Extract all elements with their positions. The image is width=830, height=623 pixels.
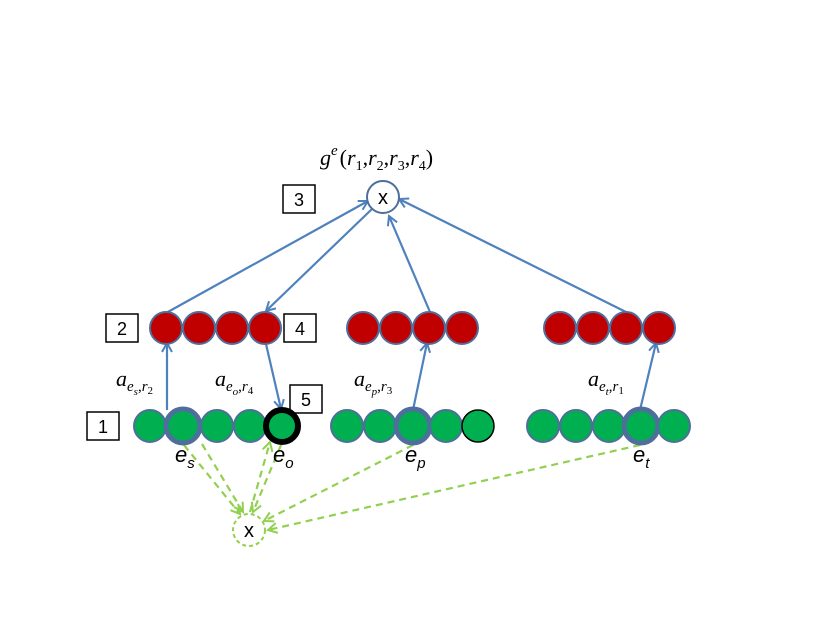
arrow-red-right-to-product [399, 199, 629, 314]
svg-text:5: 5 [301, 390, 311, 410]
green-node [657, 409, 691, 443]
svg-text:4: 4 [295, 319, 305, 339]
svg-text:1: 1 [98, 417, 108, 437]
red-node [642, 311, 676, 345]
red-node [543, 311, 577, 345]
red-node [182, 311, 216, 345]
dashed-ep-to-bottom-product [264, 444, 414, 521]
entity-label-es: es [175, 442, 195, 472]
dashed-et-to-bottom-product [268, 443, 641, 530]
red-node [149, 311, 183, 345]
green-node [559, 409, 593, 443]
red-node [215, 311, 249, 345]
green-node [429, 409, 463, 443]
arrow-red-left-to-product [165, 201, 368, 314]
red-node [609, 311, 643, 345]
green-node-et [621, 406, 661, 446]
product-formula: ge(r1,r2,r3,r4) [320, 143, 433, 174]
green-node-group-left [133, 406, 301, 446]
red-node-group-middle [346, 311, 479, 345]
red-node-group-left [149, 311, 282, 345]
entity-label-ep: ep [405, 442, 426, 472]
green-node [330, 409, 364, 443]
blue-arrows [166, 199, 656, 410]
attention-label-eo-r4: aeo,r4 [215, 366, 254, 398]
red-node [379, 311, 413, 345]
green-node [363, 409, 397, 443]
arrow-red-middle-to-product [389, 216, 432, 313]
step-label-3: 3 [282, 184, 316, 214]
green-node-es [163, 406, 203, 446]
green-node [233, 409, 267, 443]
arrow-et-to-red [638, 343, 656, 411]
green-node-new [461, 409, 495, 443]
red-node [346, 311, 380, 345]
step-label-4: 4 [283, 313, 317, 343]
green-node [592, 409, 626, 443]
dashed-es-to-bottom-product [183, 444, 240, 514]
step-label-1: 1 [86, 411, 120, 441]
svg-text:2: 2 [117, 319, 127, 339]
green-node [200, 409, 234, 443]
product-node-bottom: x [232, 513, 266, 547]
attention-label-ep-r3: aep,r3 [354, 366, 393, 398]
dashed-es-secondary [201, 443, 243, 512]
green-dashed-arrows [183, 442, 641, 530]
green-node-group-middle [330, 406, 495, 446]
step-label-2: 2 [105, 313, 139, 343]
arrow-product-to-red-left [266, 208, 373, 311]
red-node-group-right [543, 311, 676, 345]
entity-label-eo: eo [273, 442, 294, 472]
svg-text:x: x [244, 520, 254, 542]
svg-text:x: x [378, 187, 388, 209]
green-node [133, 409, 167, 443]
dashed-eo-to-bottom-product [253, 444, 283, 512]
green-node [526, 409, 560, 443]
entity-label-et: et [633, 442, 650, 472]
product-node-top: x [366, 180, 400, 214]
red-node [445, 311, 479, 345]
attention-label-et-r1: aet,r1 [588, 366, 624, 398]
green-node-eo [263, 407, 301, 445]
arrow-red-to-eo [264, 343, 281, 409]
attention-label-es-r2: aes,r2 [116, 366, 153, 398]
green-node-ep [393, 406, 433, 446]
green-node-group-right [526, 406, 691, 446]
step-label-5: 5 [289, 384, 323, 414]
svg-text:3: 3 [294, 190, 304, 210]
arrow-ep-to-red [411, 343, 427, 411]
red-node [412, 311, 446, 345]
red-node [576, 311, 610, 345]
dashed-bottom-product-to-eo [248, 442, 270, 513]
red-node [248, 311, 282, 345]
